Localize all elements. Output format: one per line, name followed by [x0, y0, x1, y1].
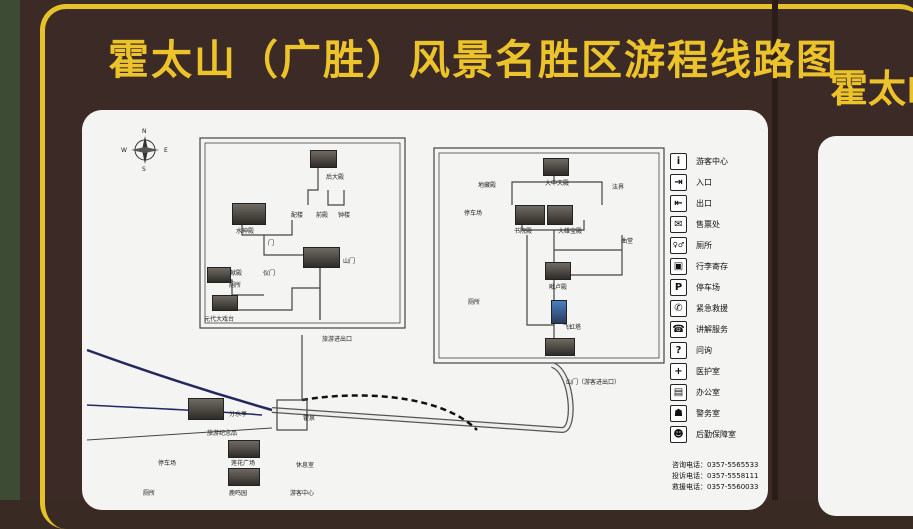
- garden-photo: [228, 468, 260, 486]
- label-rest-room: 休息室: [296, 462, 315, 469]
- label-offering-hall: 献殿: [230, 270, 243, 277]
- route-map: [86, 136, 665, 441]
- label-mountain-gate: 山门: [343, 258, 356, 265]
- exit-icon: ⇤: [670, 194, 687, 212]
- board-divider: [772, 0, 778, 500]
- legend-item: ?问询: [670, 341, 712, 359]
- compass-icon: [131, 136, 159, 164]
- label-fajie: 法界: [612, 184, 625, 191]
- temple-photo: [543, 158, 569, 176]
- legend-item: ☗警务室: [670, 404, 720, 422]
- label-toilet-2: 厕所: [468, 299, 481, 306]
- sign-title-right: 霍太山: [830, 67, 913, 111]
- label-gate: 门: [268, 240, 275, 247]
- compass-w: W: [121, 147, 127, 154]
- label-parking-lot: 停车场: [158, 460, 177, 467]
- legend-item: ▤办公室: [670, 383, 720, 401]
- label-side-building: 配楼: [291, 212, 304, 219]
- legend-item: ▣行李寄存: [670, 257, 728, 275]
- temple-photo-2: [515, 205, 545, 225]
- sign-title: 霍太山（广胜）风景名胜区游程线路图: [108, 36, 839, 84]
- compass-s: S: [142, 166, 146, 173]
- label-yuan-stage: 元代大戏台: [204, 316, 235, 323]
- luggage-icon: ▣: [670, 257, 687, 275]
- label-huo-spring: 霍泉: [303, 415, 316, 422]
- label-visitor-center: 游客中心: [290, 490, 315, 497]
- temple-photo-4: [545, 262, 571, 280]
- label-main-hall: 大雄宝殿: [558, 228, 583, 235]
- pagoda-photo: [551, 300, 567, 324]
- question-icon: ?: [670, 341, 687, 359]
- gate-photo: [303, 247, 340, 268]
- medical-icon: +: [670, 362, 687, 380]
- contact-inquiry: 咨询电话：0357-5565533: [672, 461, 759, 469]
- legend-item: ✆紧急救援: [670, 299, 728, 317]
- legend-item: ✉售票处: [670, 215, 720, 233]
- square-photo: [228, 440, 260, 458]
- logistics-icon: ☻: [670, 425, 687, 443]
- label-parking: 停车场: [464, 210, 483, 217]
- map-panel: [82, 110, 768, 510]
- map-panel-right: [818, 136, 913, 516]
- label-bell-tower: 钟楼: [338, 212, 351, 219]
- label-branch-pavilion: 分水亭: [229, 411, 248, 418]
- office-icon: ▤: [670, 383, 687, 401]
- legend-item: ☎讲解服务: [670, 320, 728, 338]
- contact-complaint: 投诉电话：0357-5558111: [672, 472, 759, 480]
- legend-item: ☻后勤保障室: [670, 425, 736, 443]
- label-dazhongtian-hall: 大中天殿: [545, 180, 570, 187]
- temple-photo-3: [547, 205, 573, 225]
- label-lotus-square: 莲花广场: [231, 460, 256, 467]
- label-memorial-shop: 旅游纪念品: [207, 430, 238, 437]
- label-toilet: 厕所: [229, 282, 242, 289]
- legend-item: ♀♂厕所: [670, 236, 712, 254]
- label-ceremonial-gate: 仪门: [263, 270, 276, 277]
- contact-rescue: 救援电话：0357-5560033: [672, 483, 759, 491]
- entrance-icon: ⇥: [670, 173, 687, 191]
- label-qutang: 曲堂: [621, 238, 634, 245]
- gate-photo-2: [545, 338, 575, 356]
- emergency-phone-icon: ✆: [670, 299, 687, 317]
- label-pilu-hall: 毗卢殿: [549, 284, 568, 291]
- legend-item: ⇤出口: [670, 194, 712, 212]
- right-site-frame: [433, 147, 665, 364]
- info-icon: i: [670, 152, 687, 170]
- label-academy-hall: 书院殿: [514, 228, 533, 235]
- hall-photo: [310, 150, 337, 168]
- guide-service-icon: ☎: [670, 320, 687, 338]
- police-icon: ☗: [670, 404, 687, 422]
- legend-item: +医护室: [670, 362, 720, 380]
- compass-n: N: [142, 128, 147, 135]
- left-site-frame: [199, 137, 406, 329]
- label-rear-hall: 后大殿: [326, 174, 345, 181]
- label-dizang-hall: 地藏殿: [478, 182, 497, 189]
- stage-photo: [212, 295, 238, 311]
- hall-photo-2: [207, 267, 231, 283]
- label-entrance-exit: 旅游进出口: [322, 336, 353, 343]
- pavilion-photo: [188, 398, 224, 420]
- label-toilet-3: 厕所: [143, 490, 156, 497]
- shrine-photo: [232, 203, 266, 225]
- label-front-hall: 前殿: [316, 212, 329, 219]
- gold-frame: [40, 4, 913, 529]
- ticket-icon: ✉: [670, 215, 687, 233]
- parking-icon: P: [670, 278, 687, 296]
- label-feihong-pagoda: 飞虹塔: [563, 324, 582, 331]
- toilet-icon: ♀♂: [670, 236, 687, 254]
- legend-item: ⇥入口: [670, 173, 712, 191]
- label-mountain-gate-2: 山门（游客进出口）: [566, 379, 621, 386]
- label-water-god-hall: 水神殿: [236, 228, 255, 235]
- label-luming-garden: 鹿鸣园: [229, 490, 248, 497]
- compass-e: E: [164, 147, 168, 154]
